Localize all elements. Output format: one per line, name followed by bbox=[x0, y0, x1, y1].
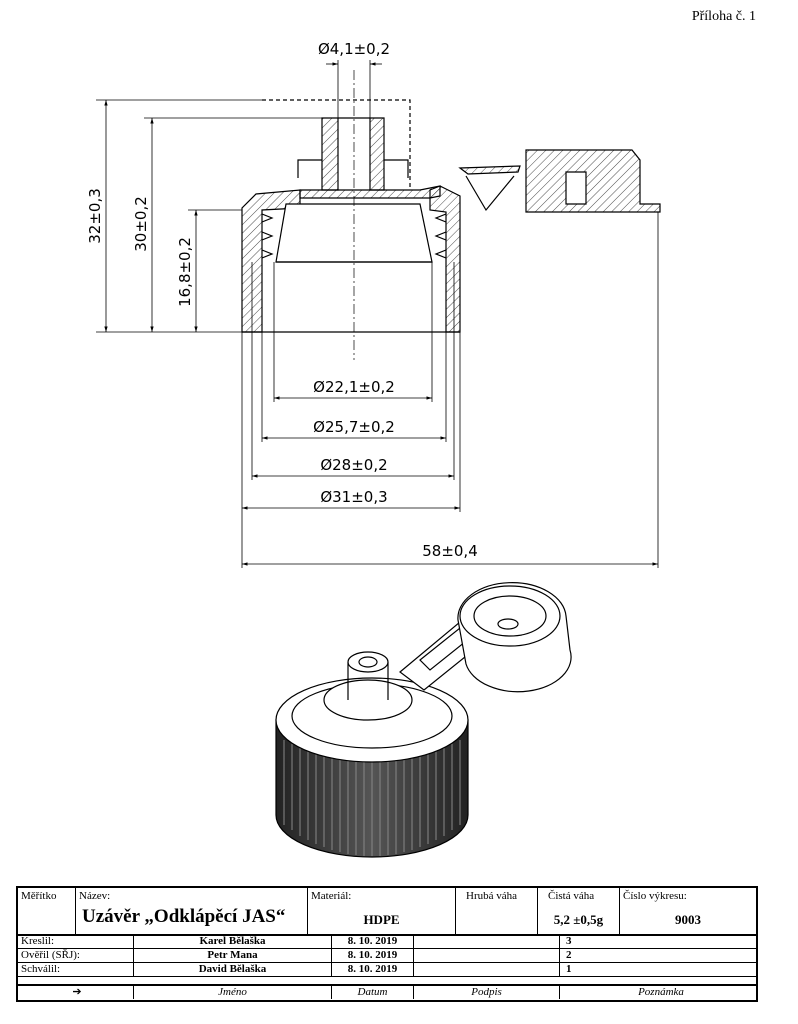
footer-note: Poznámka bbox=[638, 986, 684, 998]
row-name: Petr Mana bbox=[134, 949, 332, 962]
tb-row-drawn: Kreslil: Karel Bělaška 8. 10. 2019 3 bbox=[18, 935, 756, 949]
dim-overall-width: 58±0,4 bbox=[422, 542, 478, 560]
lid-plug bbox=[565, 171, 587, 205]
cap-top-plate bbox=[299, 185, 441, 199]
tb-row-approved: Schválil: David Bělaška 8. 10. 2019 1 bbox=[18, 963, 756, 977]
material-label: Materiál: bbox=[311, 890, 352, 902]
dim-diameter-3: Ø28±0,2 bbox=[320, 456, 387, 474]
footer-name: Jméno bbox=[134, 986, 332, 999]
thread-right bbox=[434, 213, 447, 259]
dimension-lines bbox=[96, 60, 659, 568]
row-note: 3 bbox=[566, 935, 572, 947]
name-cell: Název: Uzávěr „Odklápěcí JAS“ bbox=[76, 888, 308, 934]
row-date: 8. 10. 2019 bbox=[332, 963, 414, 976]
row-label: Schválil: bbox=[18, 963, 134, 976]
footer-signature: Podpis bbox=[414, 986, 560, 999]
row-date: 8. 10. 2019 bbox=[332, 935, 414, 948]
gross-weight-label: Hrubá váha bbox=[466, 890, 518, 902]
isometric-view bbox=[275, 582, 572, 858]
dim-diameter-2: Ø25,7±0,2 bbox=[313, 418, 395, 436]
drawing-no-value: 9003 bbox=[675, 912, 701, 927]
net-weight-cell: Čistá váha 5,2 ±0,5g bbox=[538, 888, 620, 934]
corner-label: Příloha č. 1 bbox=[692, 9, 756, 24]
part-name: Uzávěr „Odklápěcí JAS“ bbox=[82, 906, 286, 927]
spout-left bbox=[321, 117, 339, 191]
row-label: Ověřil (SŘJ): bbox=[18, 949, 134, 962]
thread-left bbox=[261, 213, 274, 259]
footer-date: Datum bbox=[332, 986, 414, 999]
lid bbox=[525, 149, 661, 213]
spout-ring bbox=[297, 159, 409, 178]
dim-body-height: 30±0,2 bbox=[132, 196, 150, 252]
tb-row-checked: Ověřil (SŘJ): Petr Mana 8. 10. 2019 2 bbox=[18, 949, 756, 963]
dim-thread-height: 16,8±0,2 bbox=[176, 237, 194, 307]
title-block-header: Měřítko Název: Uzávěr „Odklápěcí JAS“ Ma… bbox=[18, 888, 756, 936]
material-cell: Materiál: HDPE bbox=[308, 888, 456, 934]
name-label: Název: bbox=[79, 890, 111, 902]
row-name: David Bělaška bbox=[134, 963, 332, 976]
row-note: 1 bbox=[566, 963, 572, 975]
gross-weight-cell: Hrubá váha bbox=[456, 888, 538, 934]
cap-wall-left bbox=[241, 189, 301, 333]
hinge-fold bbox=[465, 175, 515, 212]
net-weight-value: 5,2 ±0,5g bbox=[553, 912, 604, 927]
drawing-no-label: Číslo výkresu: bbox=[623, 890, 687, 902]
dim-diameter-1: Ø22,1±0,2 bbox=[313, 378, 395, 396]
spout-right bbox=[369, 117, 385, 191]
dim-top-diameter: Ø4,1±0,2 bbox=[318, 40, 390, 58]
tb-row-footer: ➔ Jméno Datum Podpis Poznámka bbox=[18, 984, 756, 999]
title-block: Měřítko Název: Uzávěr „Odklápěcí JAS“ Ma… bbox=[16, 886, 758, 1002]
dim-total-height: 32±0,3 bbox=[86, 188, 104, 244]
drawing-no-cell: Číslo výkresu: 9003 bbox=[620, 888, 756, 934]
arrow-icon: ➔ bbox=[18, 986, 134, 999]
row-label: Kreslil: bbox=[18, 935, 134, 948]
scale-cell: Měřítko bbox=[18, 888, 76, 934]
row-signature bbox=[414, 935, 560, 948]
row-signature bbox=[414, 963, 560, 976]
dim-diameter-4: Ø31±0,3 bbox=[320, 488, 387, 506]
row-signature bbox=[414, 949, 560, 962]
cap-wall-right bbox=[429, 185, 461, 333]
scale-label: Měřítko bbox=[21, 890, 57, 902]
section-view bbox=[241, 70, 661, 360]
row-date: 8. 10. 2019 bbox=[332, 949, 414, 962]
hinge-strap bbox=[458, 165, 521, 175]
row-note: 2 bbox=[566, 949, 572, 961]
net-weight-label: Čistá váha bbox=[548, 890, 595, 902]
row-name: Karel Bělaška bbox=[134, 935, 332, 948]
material-value: HDPE bbox=[363, 912, 400, 927]
